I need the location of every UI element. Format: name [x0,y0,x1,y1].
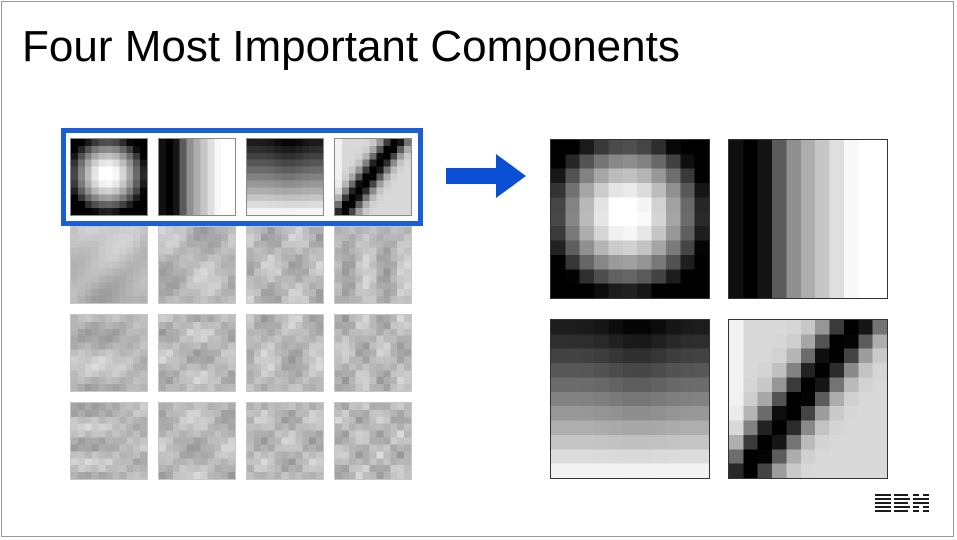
top-four-highlight [61,128,423,226]
ibm-logo [873,492,931,516]
enlarged-component-4 [728,319,888,479]
component-tile [246,226,324,304]
component-tile-top [246,138,324,216]
enlarged-component-2 [728,139,888,299]
component-tile [158,314,236,392]
component-tile [334,226,412,304]
component-tile [334,402,412,480]
component-tile [334,314,412,392]
component-tile-top [70,138,148,216]
component-tile [246,402,324,480]
enlarged-component-3 [550,319,710,479]
slide-title: Four Most Important Components [22,22,680,71]
component-tile [246,314,324,392]
right-arrow-icon [446,154,526,198]
component-tile-top [158,138,236,216]
component-tile [158,226,236,304]
components-grid [70,138,412,480]
enlarged-component-1 [550,139,710,299]
component-tile-top [334,138,412,216]
component-tile [158,402,236,480]
component-tile [70,402,148,480]
component-tile [70,226,148,304]
component-tile [70,314,148,392]
